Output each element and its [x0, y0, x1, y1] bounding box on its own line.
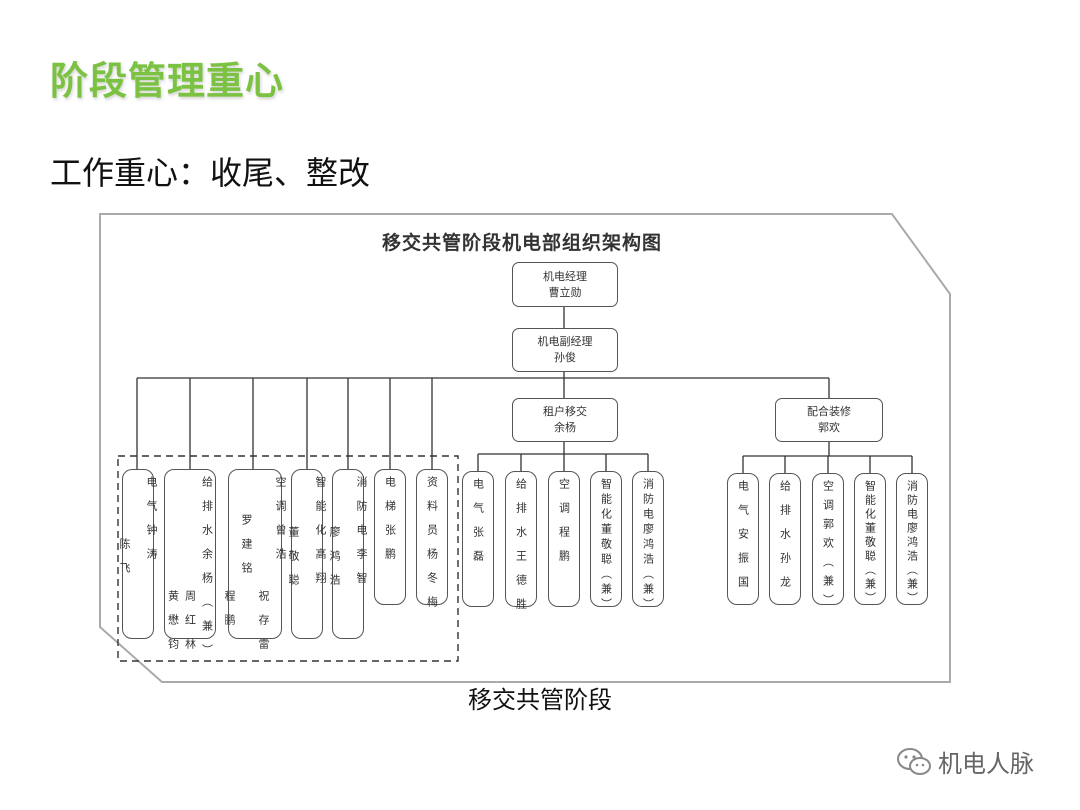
shared-hvac-col-4: 程鹏	[223, 590, 236, 638]
tenant-fire-box: 消防电廖鸿浩（兼）	[632, 471, 664, 613]
shared-hvac-col-2: 祝存雷	[257, 590, 270, 662]
shared-docs-col-1: 资料员杨冬梅	[425, 476, 439, 620]
shared-hvac-box: 空调曾浩 祝存雷 罗建铭 程鹏	[223, 469, 287, 662]
fitout-fire-box: 消防电廖鸿浩（兼）	[896, 473, 928, 606]
shared-smart-col-1: 智能化高翔	[314, 476, 327, 596]
manager-role: 机电经理	[543, 269, 587, 283]
tenant-role: 租户移交	[543, 405, 587, 418]
fitout-fire-col: 消防电廖鸿浩（兼）	[905, 480, 919, 606]
fitout-electrical-col: 电气安振国	[736, 480, 750, 600]
tenant-smart-col: 智能化董敬聪（兼）	[599, 478, 613, 613]
tenant-plumbing-box: 给排水王德胜	[505, 471, 537, 622]
fitout-plumbing-col: 给排水孙龙	[778, 480, 792, 600]
watermark: 机电人脉	[896, 744, 1034, 779]
tenant-electrical-col: 电气张磊	[471, 478, 485, 574]
shared-hvac-col-3: 罗建铭	[240, 514, 253, 586]
tenant-fire-col: 消防电廖鸿浩（兼）	[641, 478, 655, 613]
fitout-role: 配合装修	[807, 405, 851, 418]
shared-elevator-col-1: 电梯张鹏	[383, 476, 397, 572]
tenant-handover-box: 租户移交 余杨	[512, 398, 618, 442]
slide-subtitle: 工作重心：收尾、整改	[50, 154, 371, 192]
tenant-hvac-box: 空调程鹏	[548, 471, 580, 607]
shared-docs-box: 资料员杨冬梅	[416, 469, 448, 620]
fitout-smart-col: 智能化董敬聪（兼）	[863, 480, 877, 606]
shared-fire-box: 消防电李智 廖鸿浩	[328, 469, 368, 639]
diagram-title: 移交共管阶段机电部组织架构图	[381, 232, 662, 254]
deputy-name: 孙俊	[554, 351, 576, 364]
fitout-plumbing-box: 给排水孙龙	[769, 473, 801, 605]
fitout-hvac-box: 空调郭欢（兼）	[812, 473, 844, 613]
shared-hvac-col-1: 空调曾浩	[274, 476, 287, 572]
shared-fire-col-2: 廖鸿浩	[328, 526, 341, 598]
slide-title: 阶段管理重心	[50, 59, 285, 103]
shared-electrical-col-1: 电气钟涛	[145, 476, 158, 572]
fitout-support-box: 配合装修 郭欢	[775, 398, 883, 442]
tenant-smart-box: 智能化董敬聪（兼）	[590, 471, 622, 613]
tenant-hvac-col: 空调程鹏	[557, 478, 571, 574]
fitout-smart-box: 智能化董敬聪（兼）	[854, 473, 886, 606]
figure-caption: 移交共管阶段	[468, 686, 612, 714]
wechat-icon	[897, 747, 931, 775]
shared-smart-box: 智能化高翔 董敬聪	[287, 469, 327, 639]
tenant-plumbing-col: 给排水王德胜	[514, 478, 528, 622]
shared-smart-col-2: 董敬聪	[287, 526, 300, 598]
shared-electrical-box: 电气钟涛 陈飞	[118, 469, 158, 639]
deputy-role: 机电副经理	[537, 335, 593, 348]
manager-name: 曹立勋	[548, 285, 582, 299]
watermark-text: 机电人脉	[938, 750, 1034, 778]
shared-electrical-col-2: 陈飞	[118, 538, 131, 586]
fitout-hvac-col: 空调郭欢（兼）	[821, 480, 835, 613]
tenant-electrical-box: 电气张磊	[462, 471, 494, 607]
shared-plumbing-col-3: 黄懋钧	[166, 590, 180, 662]
org-chart-figure: 移交共管阶段机电部组织架构图 机电经理 曹立勋 机电副经理 孙俊 租户移交 余杨…	[92, 212, 952, 684]
shared-fire-col-1: 消防电李智	[355, 476, 368, 596]
shared-plumbing-col-2: 周红林	[183, 590, 197, 662]
fitout-name: 郭欢	[818, 421, 840, 434]
shared-elevator-box: 电梯张鹏	[374, 469, 406, 605]
shared-plumbing-col-1: 给排水余杨（兼）	[200, 476, 214, 668]
deputy-box: 机电副经理 孙俊	[512, 328, 618, 372]
tenant-name: 余杨	[554, 421, 576, 434]
fitout-electrical-box: 电气安振国	[727, 473, 759, 605]
manager-box: 机电经理 曹立勋	[512, 262, 618, 307]
shared-group-dashed-frame	[117, 455, 459, 662]
shared-plumbing-box: 给排水余杨（兼） 周红林 黄懋钧	[164, 469, 216, 668]
